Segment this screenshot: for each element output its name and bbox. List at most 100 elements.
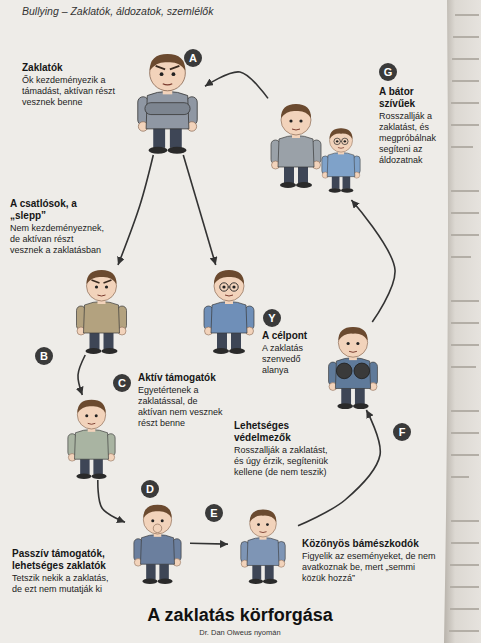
cycle-arrow <box>98 480 125 522</box>
figure-bully <box>138 54 197 154</box>
role-description: Lehetséges védelmezőkRosszallják a zakla… <box>234 420 334 478</box>
role-heading: Zaklatók <box>22 62 122 74</box>
role-letter-holder: B <box>35 347 53 365</box>
role-heading: A csatlósok, a „slepp” <box>10 198 108 222</box>
role-figure: YA célpontA zaklatás szenvedő alanya <box>198 265 260 355</box>
role-heading: Közönyös bámészkodók <box>302 538 440 550</box>
text-line <box>451 366 476 368</box>
role-description: A bátor szívűekRosszallják a zaklatást, … <box>379 86 441 166</box>
role-figure: FLehetséges védelmezőkRosszallják a zakl… <box>322 322 384 410</box>
hand-on-mouth <box>153 524 162 533</box>
text-line <box>451 212 479 214</box>
kid-figure <box>138 54 197 154</box>
kid-figure <box>322 128 360 192</box>
text-line <box>451 520 479 522</box>
boxing-gloves <box>336 363 369 379</box>
role-text: Tetszik nekik a zaklatás, de ezt nem mut… <box>12 573 120 595</box>
role-figure: AZaklatókŐk kezdeményezik a támadást, ak… <box>130 48 205 155</box>
role-letter-holder: G <box>379 63 397 81</box>
kid-figure <box>271 104 321 188</box>
role-text: Figyelik az eseményeket, de nem avatkozn… <box>302 551 440 584</box>
role-text: Rosszallják a zaklatást, és úgy érzik, s… <box>234 445 334 478</box>
cycle-arrows <box>78 72 395 544</box>
text-line <box>451 322 479 324</box>
role-description: ZaklatókŐk kezdeményezik a támadást, akt… <box>22 62 122 108</box>
role-heading: Aktív támogatók <box>138 372 228 384</box>
facing-page-text-lines <box>449 14 479 632</box>
text-line <box>451 234 479 236</box>
cycle-arrow <box>205 72 268 99</box>
figure-passive-supporters <box>134 505 181 584</box>
figure-followers <box>77 270 127 354</box>
cycle-arrow <box>190 542 228 545</box>
text-line <box>451 454 479 456</box>
kid-figure <box>204 270 254 354</box>
role-letter-holder: Y <box>263 309 281 327</box>
text-line <box>452 80 479 82</box>
role-text: Rosszallják a zaklatást, és megpróbálnak… <box>379 111 441 166</box>
text-line <box>450 608 479 610</box>
kid-figure <box>68 400 115 479</box>
kid-figure <box>134 505 181 584</box>
role-letter: C <box>113 374 131 392</box>
diagram-title: A zaklatás körforgása <box>40 604 440 626</box>
role-letter-holder: D <box>141 480 159 498</box>
figure-possible-defenders <box>329 327 378 409</box>
text-line <box>451 146 473 148</box>
diagram-caption: Dr. Dan Olweus nyomán <box>40 628 440 637</box>
role-letter: D <box>141 480 159 498</box>
role-description: Aktív támogatókEgyetértenek a zaklatássa… <box>138 372 228 429</box>
cycle-arrow <box>183 155 215 265</box>
role-heading: A bátor szívűek <box>379 86 441 110</box>
role-text: Egyetértenek a zaklatással, de aktívan n… <box>138 385 228 429</box>
text-line <box>452 58 479 60</box>
role-description: A csatlósok, a „slepp”Nem kezdeményeznek… <box>10 198 108 256</box>
role-letter: F <box>393 423 411 441</box>
crossed-arms <box>145 103 190 115</box>
role-text: Nem kezdeményeznek, de aktívan részt ves… <box>10 223 108 256</box>
cycle-arrow <box>78 355 85 395</box>
role-description: Közönyös bámészkodókFigyelik az eseménye… <box>302 538 440 584</box>
role-letter: Y <box>263 309 281 327</box>
glasses <box>334 138 348 144</box>
role-letter: B <box>35 347 53 365</box>
running-header: Bullying – Zaklatók, áldozatok, szemlélő… <box>22 5 342 18</box>
role-letter-holder: C <box>113 374 131 392</box>
text-line <box>455 14 479 16</box>
text-line <box>451 124 479 126</box>
figure-supporters <box>68 400 115 479</box>
role-description: Passzív támogatók, lehetséges zaklatókTe… <box>12 548 120 595</box>
cycle-arrow <box>118 155 153 265</box>
text-line <box>451 300 479 302</box>
kid-figure <box>77 270 127 354</box>
role-figure: DPasszív támogatók, lehetséges zaklatókT… <box>125 500 190 585</box>
role-description: A célpontA zaklatás szenvedő alanya <box>262 330 318 376</box>
role-letter-holder: F <box>393 423 411 441</box>
role-text: A zaklatás szenvedő alanya <box>262 343 318 376</box>
text-line <box>449 630 479 632</box>
role-letter-holder: E <box>205 504 223 522</box>
role-letter: G <box>379 63 397 81</box>
glasses <box>220 283 238 291</box>
role-figure: CAktív támogatókEgyetértenek a zaklatáss… <box>58 395 125 480</box>
text-line <box>451 256 471 258</box>
text-line <box>451 542 479 544</box>
role-letter: A <box>184 49 202 67</box>
role-heading: A célpont <box>262 330 318 342</box>
role-heading: Passzív támogatók, lehetséges zaklatók <box>12 548 120 572</box>
text-line <box>451 476 469 478</box>
text-line <box>451 432 479 434</box>
cycle-arrow <box>351 200 395 322</box>
text-line <box>451 344 479 346</box>
role-heading: Lehetséges védelmezők <box>234 420 334 444</box>
figure-onlookers <box>241 509 285 584</box>
text-line <box>450 586 479 588</box>
role-letter: E <box>205 504 223 522</box>
kid-figure <box>329 327 378 409</box>
angry-brows <box>92 280 112 283</box>
text-line <box>451 410 479 412</box>
role-figure: GA bátor szívűekRosszallják a zaklatást,… <box>268 88 365 200</box>
kid-figure <box>241 509 285 584</box>
role-figure: EKözönyös bámészkodókFigyelik az esemény… <box>228 505 298 585</box>
